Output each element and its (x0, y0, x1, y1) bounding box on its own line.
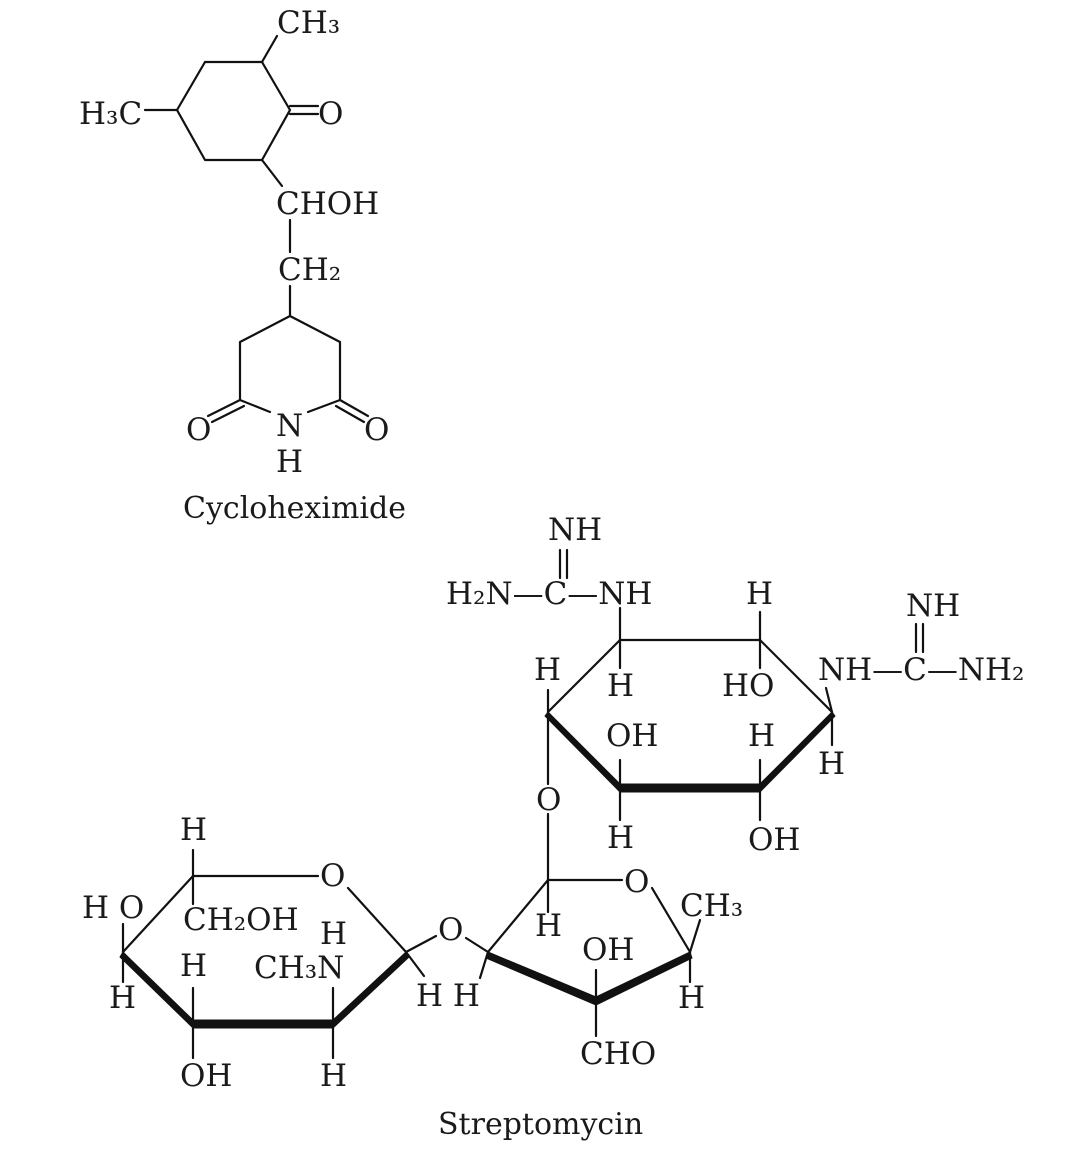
glucosamine-ring (119, 848, 438, 1060)
label-hh-pair: H H (416, 978, 480, 1014)
label-guan-right-row: NH—C—NH₂ (818, 652, 1024, 688)
cycloheximide-structure: CH₃ H₃C O CHOH CH₂ O N H O Cycloheximide (79, 5, 406, 526)
label-streptose-oh: OH (582, 932, 634, 968)
bond-imide-o-right-1 (338, 398, 370, 418)
streptose-wedge-left (485, 951, 597, 1006)
bond-glucosamine-h-anomeric (404, 950, 426, 978)
label-ch2: CH₂ (278, 252, 341, 288)
glucosamine-bond-right-upper (346, 886, 408, 954)
streptose-bond-left (486, 878, 550, 954)
label-nh-right-top: NH (906, 588, 960, 624)
glucosamine-wedge-right (332, 951, 410, 1029)
label-streptose-h-right: H (678, 980, 705, 1016)
label-glucosamine-ho: H O (82, 890, 144, 926)
streptidine-bond-1 (546, 638, 622, 714)
label-glucosamine-h-top: H (180, 812, 207, 848)
label-glucosamine-h-bottom: H (320, 1058, 347, 1094)
label-imide-o-right: O (364, 412, 389, 448)
label-link-o-upper: O (536, 782, 561, 818)
label-ketone-o: O (318, 96, 343, 132)
label-link-o-lower: O (438, 912, 463, 948)
bond-imide-o-right-2 (334, 404, 366, 424)
label-imide-h: H (276, 444, 303, 480)
bond-ring-chohoh (260, 158, 284, 188)
label-streptidine-ho: HO (722, 668, 774, 704)
label-glucosamine-ring-o: O (320, 858, 345, 894)
streptidine-ring (544, 606, 836, 822)
label-streptose-cho: CHO (580, 1036, 656, 1072)
label-glucosamine-ch3n: CH₃N (254, 950, 344, 986)
glutarimide-ring-bonds (238, 314, 342, 414)
glucosamine-bold-bottom (192, 1019, 334, 1029)
label-streptidine-oh-mid: OH (606, 718, 658, 754)
label-streptidine-h-left: H (534, 652, 561, 688)
streptidine-bond-3 (758, 638, 834, 714)
cyclohexanone-ring (143, 34, 320, 188)
caption-cycloheximide: Cycloheximide (183, 491, 406, 526)
label-nh-left-top: NH (548, 512, 602, 548)
bond-streptose-ch3 (688, 918, 702, 954)
label-streptose-h: H (535, 908, 562, 944)
label-glucosamine-h-nh: H (320, 916, 347, 952)
streptose-ring (464, 812, 702, 1038)
bond-o-link-lower-right (464, 936, 490, 954)
label-streptidine-h-low: H (607, 820, 634, 856)
caption-streptomycin: Streptomycin (438, 1107, 643, 1142)
bond-streptose-h-left (478, 950, 490, 980)
label-streptose-ring-o: O (624, 864, 649, 900)
label-glucosamine-ch2oh: CH₂OH (183, 902, 299, 938)
label-ch3-top: CH₃ (277, 5, 340, 41)
label-streptidine-h-mid: H (607, 668, 634, 704)
label-imide-o-left: O (186, 412, 211, 448)
label-glucosamine-h-mid: H (180, 948, 207, 984)
label-imide-n: N (276, 408, 303, 444)
label-streptidine-oh-low: OH (748, 822, 800, 858)
glucosamine-bond-left-upper (121, 874, 195, 954)
label-glucosamine-oh-bottom: OH (180, 1058, 232, 1094)
label-h-top-right: H (746, 576, 773, 612)
bond-ring-ch3 (260, 34, 279, 64)
bond-imide-o-left-2 (210, 404, 246, 424)
bond-streptidine-nh-right (824, 686, 834, 714)
label-streptidine-h-mid2: H (748, 718, 775, 754)
guanidine-left (558, 548, 569, 580)
label-streptidine-h-right: H (818, 746, 845, 782)
streptose-bond-right (650, 886, 692, 954)
cyclohexanone-ring-bonds (175, 60, 292, 162)
glutarimide-ring (206, 314, 370, 424)
label-streptose-ch3: CH₃ (680, 888, 743, 924)
label-h3c-left: H₃C (79, 96, 142, 132)
label-chohoh: CHOH (276, 186, 379, 222)
guanidine-right (914, 622, 925, 654)
label-guan-left-row: H₂N—C—NH (446, 576, 652, 612)
streptomycin-structure: NH H₂N—C—NH H NH NH—C—NH₂ H H HO OH H H … (82, 512, 1024, 1142)
bond-o-link-lower-left (404, 934, 438, 954)
streptidine-bold-bottom (619, 783, 761, 793)
label-glucosamine-h-left: H (109, 980, 136, 1016)
bond-imide-o-left-1 (206, 398, 242, 418)
